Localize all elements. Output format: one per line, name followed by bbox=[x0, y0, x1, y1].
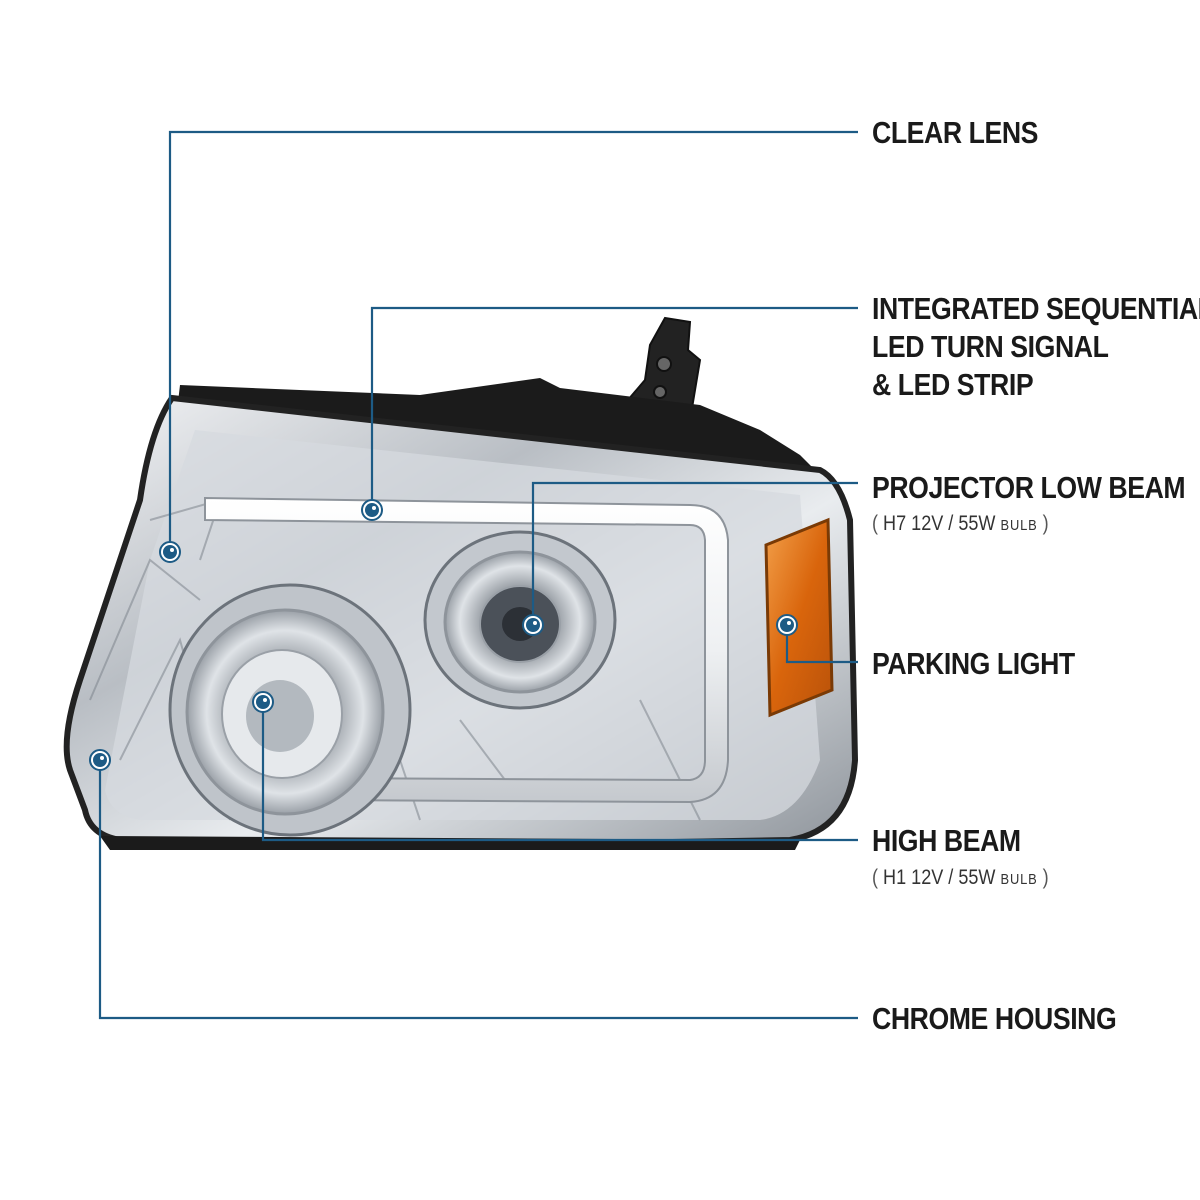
high-beam-unit: BULB bbox=[1000, 871, 1038, 888]
low-beam-unit: BULB bbox=[1000, 517, 1038, 534]
low-beam-projector bbox=[423, 530, 617, 710]
low-beam-bulb-spec: ( H7 12V / 55W BULB ) bbox=[872, 512, 1049, 538]
callout-dot-icon bbox=[522, 614, 544, 636]
high-beam-bulb-spec: ( H1 12V / 55W BULB ) bbox=[872, 866, 1049, 892]
low-beam-spec: H7 12V / 55W bbox=[883, 512, 996, 535]
high-beam-open-paren: ( bbox=[872, 866, 879, 889]
callout-dot-icon bbox=[361, 499, 383, 521]
callout-dot-icon bbox=[89, 749, 111, 771]
label-chrome-housing: CHROME HOUSING bbox=[872, 1001, 1117, 1036]
low-beam-close-paren: ) bbox=[1042, 512, 1049, 535]
low-beam-open-paren: ( bbox=[872, 512, 879, 535]
label-low-beam: PROJECTOR LOW BEAM bbox=[872, 470, 1186, 505]
callout-dots bbox=[89, 499, 798, 771]
label-high-beam: HIGH BEAM bbox=[872, 823, 1021, 858]
callout-lines bbox=[98, 130, 858, 1020]
high-beam-projector bbox=[168, 583, 412, 837]
callout-dot-icon bbox=[159, 541, 181, 563]
callout-dot-icon bbox=[776, 614, 798, 636]
high-beam-close-paren: ) bbox=[1042, 866, 1049, 889]
label-sequential-line1: INTEGRATED SEQUENTIAL bbox=[872, 291, 1200, 326]
high-beam-spec: H1 12V / 55W bbox=[883, 866, 996, 889]
label-clear-lens: CLEAR LENS bbox=[872, 115, 1039, 150]
callout-dot-icon bbox=[252, 691, 274, 713]
label-sequential-line2: LED TURN SIGNAL bbox=[872, 329, 1109, 364]
label-sequential-line3: & LED STRIP bbox=[872, 367, 1034, 402]
label-parking-light: PARKING LIGHT bbox=[872, 646, 1075, 681]
amber-parking-light bbox=[764, 517, 834, 718]
